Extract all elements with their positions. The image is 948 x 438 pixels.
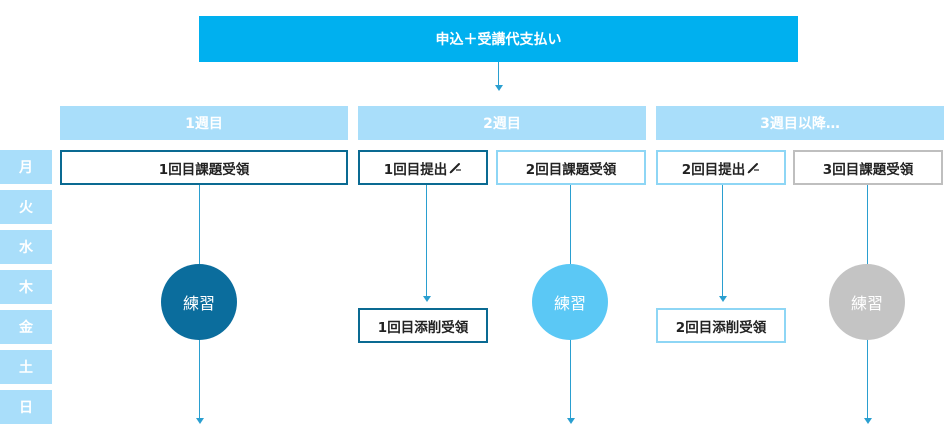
week-header-3: 3週目以降…	[656, 106, 944, 140]
connector-w2-receive-arrow	[567, 418, 575, 424]
week-header-1-label: 1週目	[185, 116, 223, 132]
day-label-thu-text: 木	[19, 280, 33, 296]
task-w3-correction-label: 2回目添削受領	[675, 319, 767, 336]
practice-circle-w1-label: 練習	[182, 294, 215, 313]
connector-w1-arrow	[196, 418, 204, 424]
day-label-sat: 土	[0, 350, 52, 384]
pen-icon	[747, 163, 760, 174]
task-w2-submit: 1回目提出	[358, 150, 488, 185]
week-header-1: 1週目	[60, 106, 348, 140]
task-w3-receive: 3回目課題受領	[793, 150, 943, 185]
task-w2-correction: 1回目添削受領	[358, 308, 488, 343]
task-w3-submit: 2回目提出	[656, 150, 786, 185]
practice-circle-w3: 練習	[829, 264, 905, 340]
task-w3-submit-label: 2回目提出	[681, 161, 746, 178]
connector-top	[498, 62, 499, 86]
week-header-2: 2週目	[358, 106, 646, 140]
connector-w3-submit	[722, 185, 723, 297]
task-w2-submit-label: 1回目提出	[383, 161, 448, 178]
week-header-2-label: 2週目	[483, 116, 521, 132]
connector-top-arrow	[495, 85, 503, 91]
day-label-thu: 木	[0, 270, 52, 304]
day-label-tue: 火	[0, 190, 52, 224]
day-label-wed-text: 水	[19, 240, 33, 256]
application-payment-label: 申込＋受講代支払い	[435, 32, 562, 48]
day-label-tue-text: 火	[19, 200, 33, 216]
task-w1-receive-label: 1回目課題受領	[158, 161, 250, 178]
practice-circle-w3-label: 練習	[850, 294, 883, 313]
connector-w3-receive-arrow	[864, 418, 872, 424]
week-header-3-label: 3週目以降…	[760, 116, 840, 132]
task-w3-receive-label: 3回目課題受領	[822, 161, 914, 178]
pen-icon	[449, 163, 462, 174]
day-label-sun: 日	[0, 390, 52, 424]
day-label-mon: 月	[0, 150, 52, 184]
practice-circle-w2: 練習	[532, 264, 608, 340]
task-w2-receive: 2回目課題受領	[496, 150, 646, 185]
day-label-sat-text: 土	[19, 360, 33, 376]
task-w3-correction: 2回目添削受領	[656, 308, 786, 343]
connector-w3-submit-arrow	[719, 296, 727, 302]
connector-w2-submit	[426, 185, 427, 297]
practice-circle-w2-label: 練習	[553, 294, 586, 313]
task-w2-receive-label: 2回目課題受領	[525, 161, 617, 178]
day-label-sun-text: 日	[19, 400, 33, 416]
day-label-wed: 水	[0, 230, 52, 264]
connector-w2-submit-arrow	[423, 296, 431, 302]
practice-circle-w1: 練習	[161, 264, 237, 340]
application-payment-box: 申込＋受講代支払い	[199, 16, 798, 62]
task-w2-correction-label: 1回目添削受領	[377, 319, 469, 336]
task-w1-receive: 1回目課題受領	[60, 150, 348, 185]
day-label-fri-text: 金	[19, 320, 33, 336]
day-label-fri: 金	[0, 310, 52, 344]
day-label-mon-text: 月	[19, 160, 33, 176]
